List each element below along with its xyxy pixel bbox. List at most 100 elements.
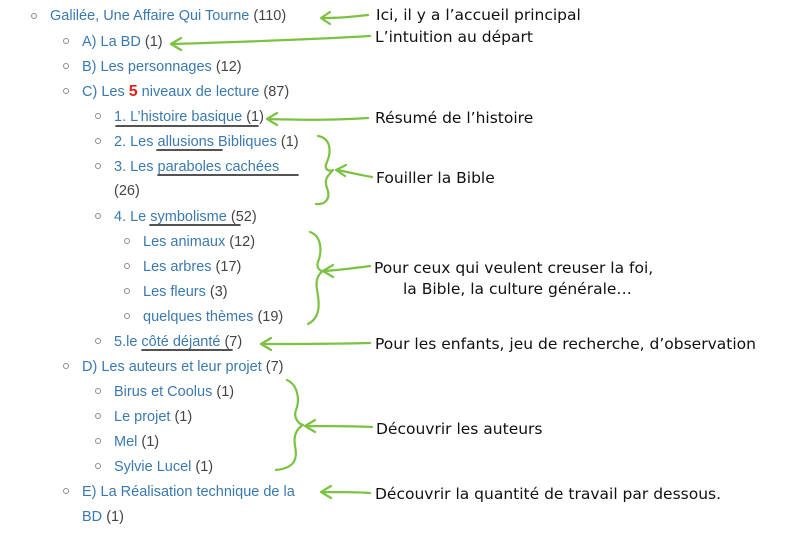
item-count: (87) bbox=[263, 84, 290, 100]
green-arrow-icon bbox=[265, 111, 370, 127]
tree-item-b[interactable]: B) Les personnages (12) bbox=[82, 57, 242, 77]
highlight-five: 5 bbox=[128, 83, 138, 100]
tree-link-c-prefix: C) Les bbox=[82, 84, 129, 100]
annotation-fouiller: Fouiller la Bible bbox=[376, 169, 495, 187]
tree-link-d1[interactable]: Birus et Coolus bbox=[114, 384, 213, 400]
item-count: (1) bbox=[195, 459, 214, 475]
annotation-auteurs: Découvrir les auteurs bbox=[376, 420, 543, 438]
item-count: (1) bbox=[216, 384, 235, 400]
green-arrow-icon bbox=[169, 34, 372, 52]
tree-link-c4[interactable]: 4. Le symbolisme bbox=[114, 209, 227, 225]
tree-item-d4[interactable]: Sylvie Lucel (1) bbox=[114, 457, 213, 477]
tree-link-c4d[interactable]: quelques thèmes bbox=[143, 309, 254, 325]
tree-link-root[interactable]: Galilée, Une Affaire Qui Tourne bbox=[50, 8, 250, 24]
tree-link-c3[interactable]: 3. Les paraboles cachées bbox=[114, 159, 279, 175]
tree-item-e[interactable]: E) La Réalisation technique de la bbox=[82, 482, 295, 502]
tree-item-c5[interactable]: 5.le côté déjanté (7) bbox=[114, 332, 242, 352]
tree-link-c2-prefix: 2. Les bbox=[114, 134, 158, 150]
tree-item-root[interactable]: Galilée, Une Affaire Qui Tourne (110) bbox=[50, 6, 286, 26]
item-count: (12) bbox=[215, 59, 242, 75]
annotation-intuition: L’intuition au départ bbox=[375, 28, 533, 46]
bullet-icon bbox=[95, 163, 101, 169]
bullet-icon bbox=[95, 213, 101, 219]
green-brace-icon bbox=[314, 134, 335, 206]
bullet-icon bbox=[95, 138, 101, 144]
tree-item-c[interactable]: C) Les 5 niveaux de lecture (87) bbox=[82, 82, 289, 102]
bullet-icon bbox=[95, 463, 101, 469]
tree-link-c4a[interactable]: Les animaux bbox=[143, 234, 226, 250]
tree-link-b[interactable]: B) Les personnages bbox=[82, 59, 212, 75]
item-count: (1) bbox=[246, 109, 264, 125]
item-count: (1) bbox=[106, 509, 124, 525]
item-count: (52) bbox=[230, 209, 257, 225]
item-count: (17) bbox=[215, 259, 242, 275]
tree-link-c4b[interactable]: Les arbres bbox=[143, 259, 212, 275]
tree-item-c4c[interactable]: Les fleurs (3) bbox=[143, 282, 228, 302]
bullet-icon bbox=[63, 38, 69, 44]
tree-item-c2[interactable]: 2. Les allusions Bibliques (1) bbox=[114, 132, 299, 152]
annotation-resume: Résumé de l’histoire bbox=[375, 109, 534, 127]
tree-link-e-line2[interactable]: BD bbox=[82, 509, 103, 525]
tree-item-c4d[interactable]: quelques thèmes (19) bbox=[143, 307, 283, 327]
tree-item-a[interactable]: A) La BD (1) bbox=[82, 32, 163, 52]
bullet-icon bbox=[95, 338, 101, 344]
bullet-icon bbox=[95, 413, 101, 419]
bullet-icon bbox=[63, 488, 69, 494]
tree-link-c2-suffix: Bibliques bbox=[213, 134, 277, 150]
tree-item-c4b[interactable]: Les arbres (17) bbox=[143, 257, 241, 277]
item-count: (19) bbox=[257, 309, 284, 325]
tree-link-c3-word: paraboles cachées bbox=[157, 159, 280, 175]
item-count: (7) bbox=[224, 334, 243, 350]
tree-link-c5-word: côté déjanté bbox=[141, 334, 221, 350]
bullet-icon bbox=[63, 88, 69, 94]
bullet-icon bbox=[124, 263, 130, 269]
tree-item-c4a[interactable]: Les animaux (12) bbox=[143, 232, 255, 252]
bullet-icon bbox=[63, 63, 69, 69]
annotation-creuser-line1: Pour ceux qui veulent creuser la foi, bbox=[374, 259, 654, 277]
tree-link-d2[interactable]: Le projet bbox=[114, 409, 171, 425]
tree-link-d3[interactable]: Mel bbox=[114, 434, 138, 450]
tree-link-c4-word: symbolisme bbox=[150, 209, 227, 225]
tree-link-e[interactable]: E) La Réalisation technique de la bbox=[82, 484, 295, 500]
green-arrow-icon bbox=[319, 484, 372, 500]
tree-link-c2[interactable]: 2. Les allusions Bibliques bbox=[114, 134, 277, 150]
tree-item-d[interactable]: D) Les auteurs et leur projet (7) bbox=[82, 357, 284, 377]
bullet-icon bbox=[95, 113, 101, 119]
bullet-icon bbox=[124, 238, 130, 244]
tree-link-d[interactable]: D) Les auteurs et leur projet bbox=[82, 359, 262, 375]
tree-item-d2[interactable]: Le projet (1) bbox=[114, 407, 192, 427]
green-brace-icon bbox=[274, 378, 305, 472]
tree-link-d4[interactable]: Sylvie Lucel bbox=[114, 459, 192, 475]
tree-link-c5[interactable]: 5.le côté déjanté bbox=[114, 334, 220, 350]
tree-link-c1[interactable]: 1. L’histoire basique bbox=[114, 109, 243, 125]
tree-item-d3[interactable]: Mel (1) bbox=[114, 432, 159, 452]
green-arrow-icon bbox=[319, 10, 370, 26]
item-count: (1) bbox=[141, 434, 160, 450]
annotation-creuser-line2: la Bible, la culture générale… bbox=[403, 280, 632, 298]
green-arrow-icon bbox=[334, 163, 374, 179]
tree-item-c1[interactable]: 1. L’histoire basique (1) bbox=[114, 107, 264, 127]
tree-link-c4c[interactable]: Les fleurs bbox=[143, 284, 206, 300]
item-count: (1) bbox=[144, 34, 163, 50]
item-count: (110) bbox=[253, 8, 287, 24]
tree-item-c3-count: (26) bbox=[114, 181, 140, 201]
annotation-home: Ici, il y a l’accueil principal bbox=[376, 6, 581, 24]
tree-item-c4[interactable]: 4. Le symbolisme (52) bbox=[114, 207, 257, 227]
bullet-icon bbox=[63, 363, 69, 369]
tree-link-c4-prefix: 4. Le bbox=[114, 209, 151, 225]
item-count: (1) bbox=[174, 409, 193, 425]
item-count: (1) bbox=[280, 134, 299, 150]
tree-link-a[interactable]: A) La BD bbox=[82, 34, 141, 50]
annotation-travail: Découvrir la quantité de travail par des… bbox=[375, 485, 722, 503]
tree-link-c-suffix: niveaux de lecture bbox=[137, 84, 260, 100]
tree-link-c[interactable]: C) Les 5 niveaux de lecture bbox=[82, 83, 260, 100]
bullet-icon bbox=[31, 13, 37, 19]
tree-item-e-line2[interactable]: BD (1) bbox=[82, 507, 124, 527]
tree-link-c5-prefix: 5.le bbox=[114, 334, 142, 350]
item-count: (3) bbox=[209, 284, 228, 300]
tree-link-c2-word: allusions bbox=[157, 134, 214, 150]
item-count: (7) bbox=[265, 359, 284, 375]
tree-item-d1[interactable]: Birus et Coolus (1) bbox=[114, 382, 234, 402]
bullet-icon bbox=[124, 313, 130, 319]
tree-item-c3[interactable]: 3. Les paraboles cachées bbox=[114, 157, 279, 177]
